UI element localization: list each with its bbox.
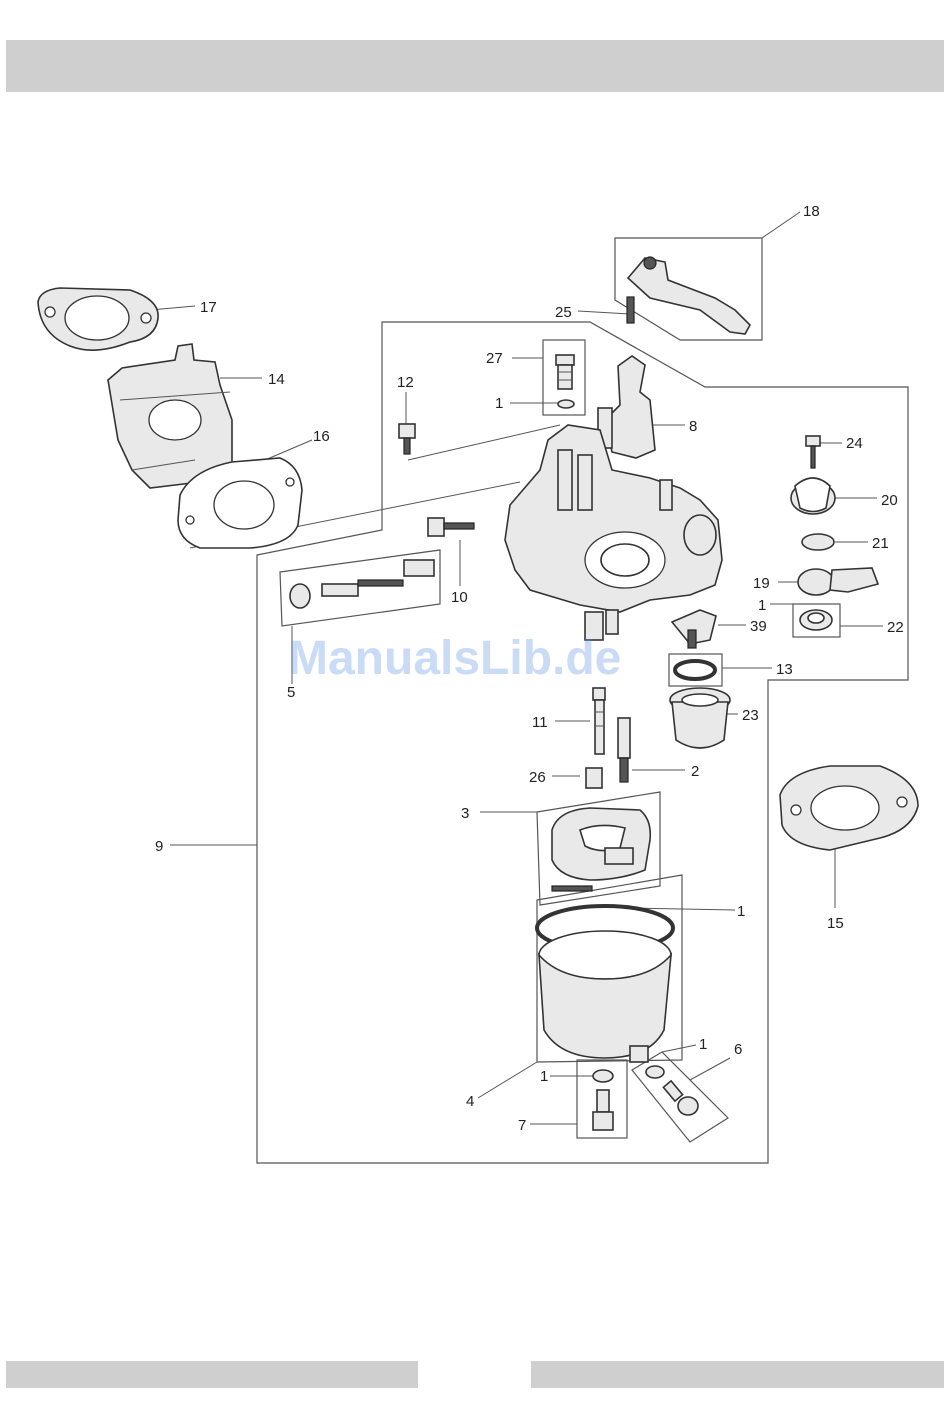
part-21-washer [802, 534, 834, 550]
part-8-bracket [598, 356, 655, 458]
callout-12: 12 [397, 374, 414, 391]
callout-18: 18 [803, 203, 820, 220]
part-23-cup [670, 688, 730, 748]
callout-15: 15 [827, 915, 844, 932]
footer-bar-left [6, 1361, 418, 1388]
watermark: ManualsLib.de [288, 632, 621, 685]
callout-26: 26 [529, 769, 546, 786]
callout-7: 7 [518, 1117, 526, 1134]
callout-4: 4 [466, 1093, 474, 1110]
callout-1: 1 [540, 1068, 548, 1085]
part-12-screw [399, 424, 415, 454]
callout-14: 14 [268, 371, 285, 388]
part-20-cover [791, 478, 835, 514]
callout-5: 5 [287, 684, 295, 701]
part-26-jet [586, 768, 602, 788]
callout-1: 1 [699, 1036, 707, 1053]
carburetor-body [505, 425, 722, 640]
callout-27: 27 [486, 350, 503, 367]
callout-2: 2 [691, 763, 699, 780]
callout-10: 10 [451, 589, 468, 606]
callout-39: 39 [750, 618, 767, 635]
callout-19: 19 [753, 575, 770, 592]
callout-25: 25 [555, 304, 572, 321]
callout-1: 1 [737, 903, 745, 920]
callout-17: 17 [200, 299, 217, 316]
callout-22: 22 [887, 619, 904, 636]
part-18-choke-lever [628, 257, 750, 334]
part-24-screw [806, 436, 820, 468]
part-10-screw [428, 518, 474, 536]
part-6-drain-screw [646, 1066, 698, 1115]
callout-1: 1 [758, 597, 766, 614]
callout-3: 3 [461, 805, 469, 822]
callout-9: 9 [155, 838, 163, 855]
part-11-jet-tube [593, 688, 605, 754]
part-2-needle [618, 718, 630, 782]
part-39-valve [672, 610, 716, 648]
callout-24: 24 [846, 435, 863, 452]
callout-11: 11 [532, 714, 548, 731]
callout-8: 8 [689, 418, 697, 435]
callout-20: 20 [881, 492, 898, 509]
callout-23: 23 [742, 707, 759, 724]
part-19-lever [798, 568, 878, 595]
callout-1: 1 [495, 395, 503, 412]
callout-16: 16 [313, 428, 330, 445]
part-13-oring [675, 661, 715, 679]
callout-6: 6 [734, 1041, 742, 1058]
part-4-float-bowl [539, 931, 671, 1062]
part-7-drain-bolt [593, 1070, 613, 1130]
callout-13: 13 [776, 661, 793, 678]
footer-bar-right [531, 1361, 944, 1388]
part-27-screw [556, 355, 574, 408]
part-25-pin [627, 297, 634, 323]
callout-21: 21 [872, 535, 889, 552]
part-22-spring [800, 610, 832, 630]
part-17-gasket [38, 288, 158, 350]
part-3-float [552, 808, 650, 891]
part-15-gasket [780, 766, 918, 850]
